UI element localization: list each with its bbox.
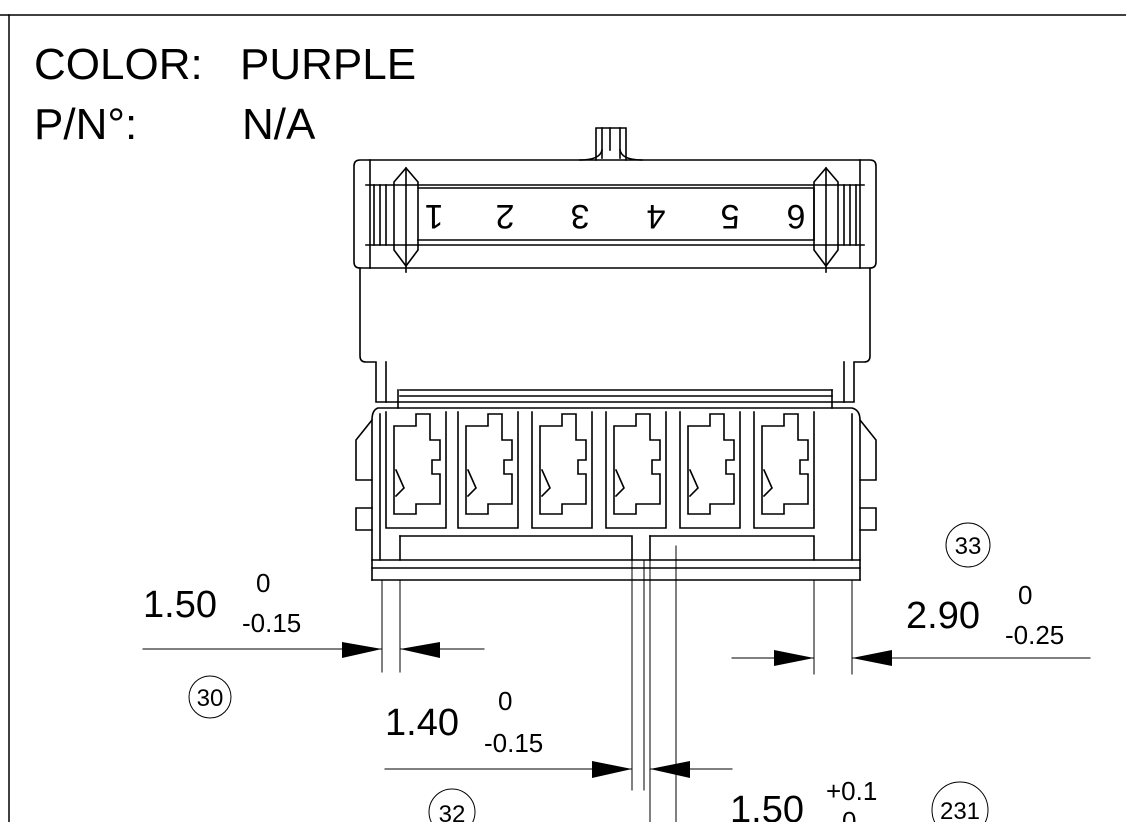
- pin-number-5: 5: [721, 197, 740, 235]
- drawing-frame: [0, 14, 1126, 822]
- tolerance-upper: +0.1: [826, 776, 877, 806]
- dimension-arrow-icon: [400, 642, 440, 658]
- dimension-30: 1.50 0 -0.15 30: [142, 568, 485, 719]
- dimension-value: 1.50: [143, 584, 217, 626]
- connector-outline: [353, 127, 877, 581]
- balloon-circle: [188, 675, 232, 719]
- pin-number-1: 1: [425, 197, 444, 235]
- balloon-circle: [945, 522, 991, 568]
- tolerance-lower: -0.25: [1005, 620, 1064, 650]
- dimension-arrow-icon: [342, 642, 382, 658]
- dimension-value: 2.90: [906, 595, 980, 637]
- dimension-arrow-icon: [852, 650, 892, 666]
- color-value: PURPLE: [240, 40, 416, 89]
- dimension-231: 1.50 +0.1 0 231: [730, 776, 989, 822]
- tolerance-upper: 0: [498, 686, 512, 716]
- pin-number-row: 1 2 3 4 5 6: [425, 197, 806, 235]
- tolerance-lower: 0: [842, 806, 856, 822]
- balloon-number: 33: [955, 533, 982, 560]
- tolerance-lower: -0.15: [484, 728, 543, 758]
- dimension-33: 2.90 0 -0.25 33: [731, 522, 1091, 666]
- pin-number-6: 6: [787, 197, 806, 235]
- part-number-label: P/N°:: [34, 100, 137, 149]
- dimension-32: 1.40 0 -0.15 32: [384, 686, 733, 822]
- part-number-value: N/A: [242, 100, 316, 149]
- pin-number-4: 4: [647, 197, 666, 235]
- tolerance-upper: 0: [256, 568, 270, 598]
- balloon-circle: [428, 788, 476, 822]
- tolerance-lower: -0.15: [242, 608, 301, 638]
- cavity-row: [385, 411, 815, 529]
- pin-number-2: 2: [496, 197, 515, 235]
- dimension-value: 1.40: [385, 702, 459, 744]
- dimension-arrow-icon: [774, 650, 814, 666]
- extension-lines: [381, 545, 853, 822]
- balloon-number: 32: [439, 801, 466, 822]
- dimension-arrow-icon: [650, 761, 690, 778]
- tolerance-upper: 0: [1018, 580, 1032, 610]
- dimension-value: 1.50: [730, 789, 804, 822]
- balloon-number: 30: [197, 685, 224, 712]
- balloon-circle: [931, 781, 989, 822]
- pin-number-3: 3: [571, 197, 590, 235]
- balloon-number: 231: [940, 798, 980, 822]
- color-label: COLOR:: [34, 40, 203, 89]
- dimension-arrow-icon: [592, 761, 632, 778]
- title-block: COLOR: PURPLE P/N°: N/A: [34, 40, 416, 149]
